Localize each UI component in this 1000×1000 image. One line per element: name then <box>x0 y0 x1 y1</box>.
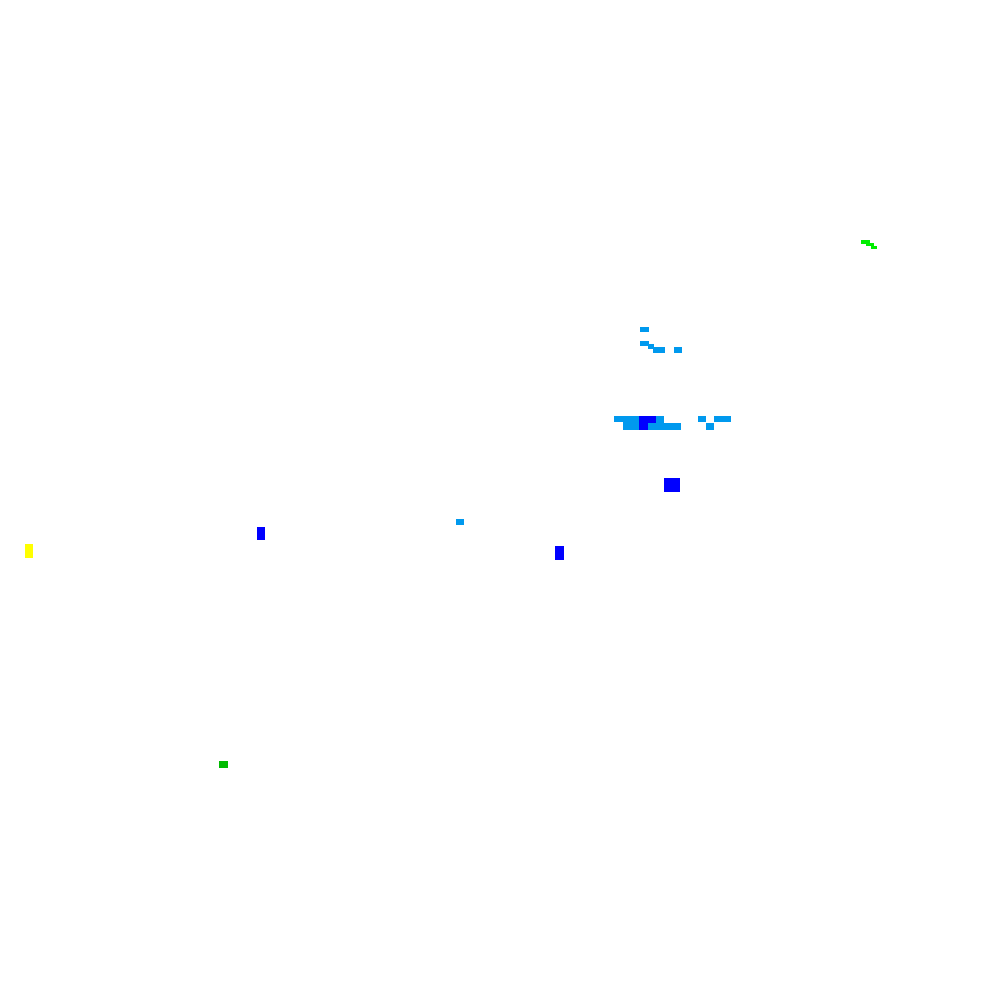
light-blue-pixel <box>648 423 681 430</box>
deep-blue-feature-west <box>257 527 265 540</box>
light-blue-pixel <box>648 344 654 349</box>
light-blue-pixel <box>674 347 682 353</box>
light-blue-pixel <box>614 416 640 422</box>
green-pixel <box>871 246 877 249</box>
light-blue-pixel <box>640 327 649 332</box>
light-blue-pixel <box>706 423 714 430</box>
deep-blue-pixel <box>639 422 648 430</box>
deep-blue-feature-east <box>664 478 680 492</box>
light-blue-feature-center <box>456 519 464 525</box>
light-blue-pixel <box>640 341 649 346</box>
deep-blue-feature-center <box>555 546 564 560</box>
light-blue-pixel <box>698 416 706 422</box>
green-pixel <box>866 243 874 246</box>
yellow-feature-west <box>25 544 33 558</box>
light-blue-pixel <box>656 416 664 423</box>
light-blue-pixel <box>714 416 731 422</box>
light-blue-pixel <box>623 421 640 430</box>
green-feature-northeast <box>861 240 877 249</box>
light-blue-cluster-north <box>640 327 682 353</box>
deep-blue-pixel <box>639 416 656 423</box>
light-blue-pixel <box>653 347 665 353</box>
light-blue-band-central <box>614 416 731 430</box>
green-pixel <box>861 240 870 244</box>
green-feature-southwest <box>219 761 228 768</box>
